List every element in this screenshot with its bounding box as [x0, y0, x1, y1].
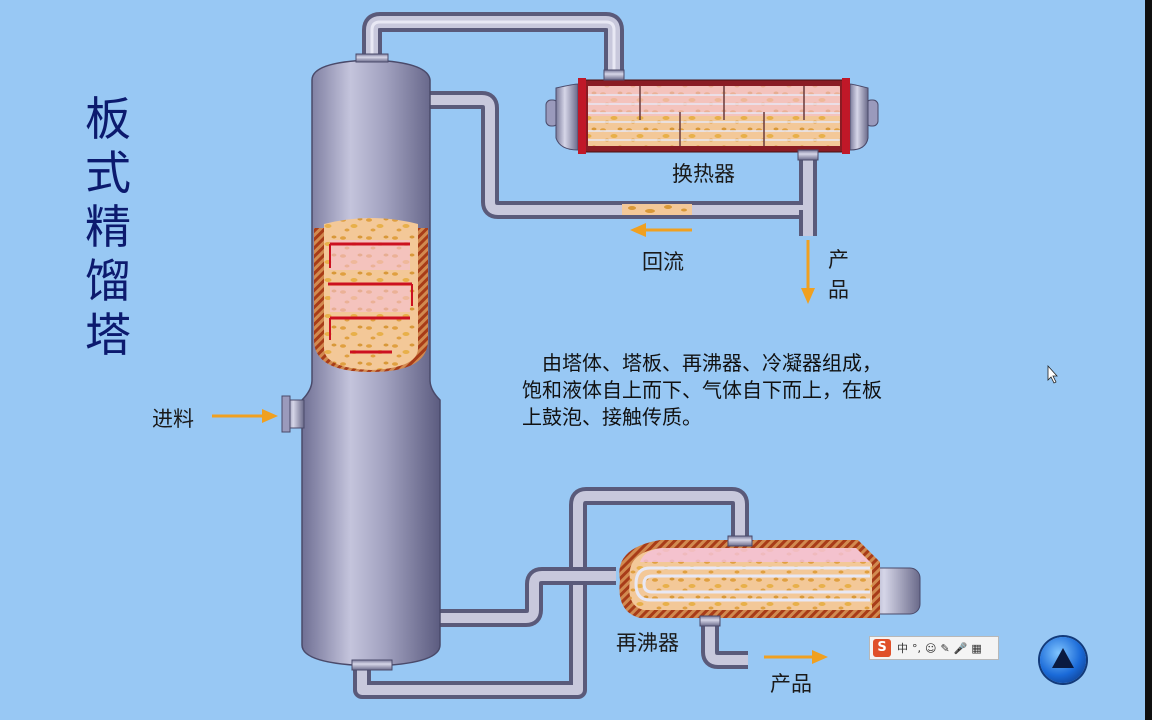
ime-toolbar[interactable]: S 中 °, ☺ ✎ 🎤 ▦: [869, 636, 999, 660]
product-top-label-1: 产: [828, 248, 849, 272]
ime-grid-icon[interactable]: ▦: [971, 641, 982, 655]
heat-exchanger: [545, 69, 879, 161]
ime-item[interactable]: 中: [897, 642, 908, 655]
description-text: 由塔体、塔板、再沸器、冷凝器组成， 饱和液体自上而下、气体自下而上，在板 上鼓泡…: [522, 350, 992, 431]
reboiler-label: 再沸器: [616, 631, 679, 655]
reflux-label: 回流: [642, 250, 684, 274]
page-title: 板 式 精 馏 塔: [78, 92, 138, 362]
title-char: 板: [85, 92, 131, 146]
product-top-label-2: 品: [828, 278, 849, 302]
ime-emoji-icon[interactable]: ☺: [925, 641, 937, 655]
feed-arrow: [212, 409, 278, 423]
heat-exchanger-label: 换热器: [672, 162, 735, 186]
reboiler: [619, 535, 921, 627]
ime-logo-icon[interactable]: S: [873, 639, 891, 657]
title-char: 精: [85, 200, 131, 254]
column-cutaway: [314, 218, 428, 372]
reflux-liquid: [622, 204, 692, 215]
ime-item[interactable]: °,: [912, 641, 921, 655]
title-char: 塔: [85, 308, 131, 362]
up-arrow-icon: [1052, 648, 1074, 668]
product-top-arrow: [801, 240, 815, 304]
right-border: [1145, 0, 1152, 720]
feed-label: 进料: [152, 407, 194, 431]
reflux-arrow: [630, 223, 692, 237]
ime-mic-icon[interactable]: 🎤: [953, 641, 968, 655]
bottom-pipe: [353, 487, 749, 699]
top-vapor-pipe: [362, 12, 624, 72]
title-char: 式: [85, 146, 131, 200]
product-bottom-label: 产品: [770, 672, 812, 696]
title-char: 馏: [85, 254, 131, 308]
navigation-up-button[interactable]: [1040, 637, 1086, 683]
product-bottom-arrow: [764, 650, 828, 664]
reflux-pipe: [430, 91, 817, 236]
mouse-cursor: [1047, 364, 1058, 384]
description-line: 上鼓泡、接触传质。: [522, 405, 702, 429]
ime-pen-icon[interactable]: ✎: [940, 641, 950, 655]
description-line: 饱和液体自上而下、气体自下而上，在板: [522, 378, 882, 402]
description-line: 由塔体、塔板、再沸器、冷凝器组成，: [522, 351, 882, 375]
